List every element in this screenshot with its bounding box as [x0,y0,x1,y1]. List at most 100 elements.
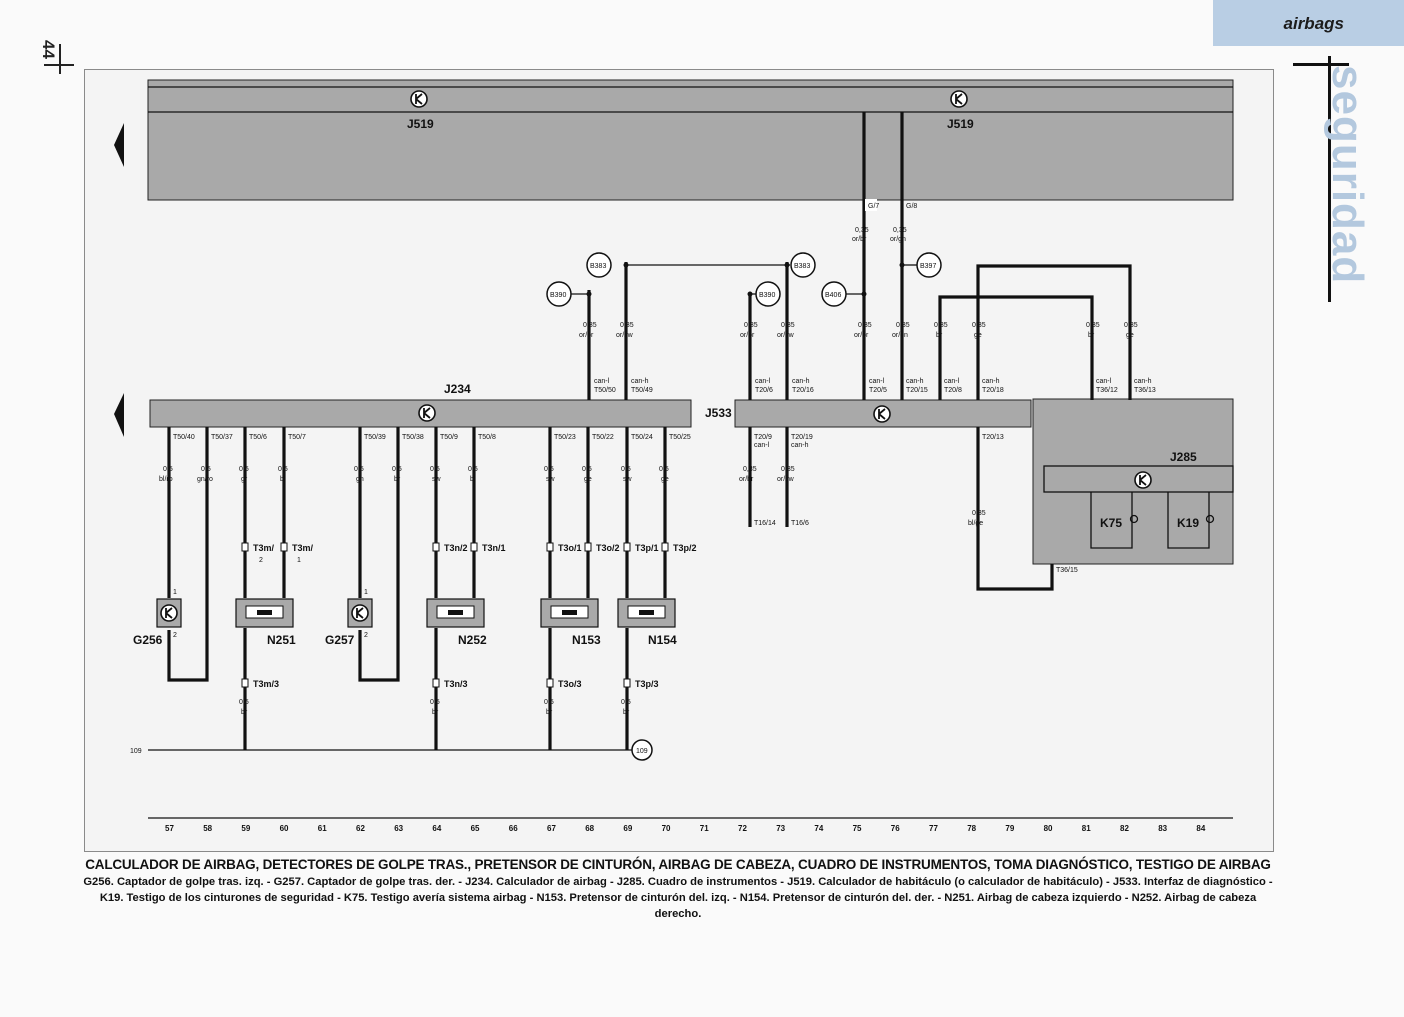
wire-size-label: 0,5 [582,466,592,473]
wire-color-label: gn [356,476,364,483]
wire-color-label: gn/ro [197,476,213,483]
wire-color-label: br [936,332,943,339]
sensor-icon [351,604,369,622]
node-b383-label: B383 [794,263,810,270]
wire-size-label: 0,5 [430,466,440,473]
warning-lamp-icon [1129,514,1139,524]
connector-label: T50/50 [594,387,616,394]
wire-color-label: br [241,709,248,716]
n251-label: N251 [267,633,296,647]
wire-size-label: 0,5 [163,466,173,473]
connector-label: T20/5 [869,387,887,394]
wire-size-label: 0,35 [858,322,872,329]
wire-color-label: or/sw [616,332,634,339]
connector-label: T50/38 [402,434,424,441]
connector-label: T3m/ [292,543,314,553]
wire-color-label: or/br [854,332,869,339]
caption-title: CALCULADOR DE AIRBAG, DETECTORES DE GOLP… [85,857,1271,872]
can-label: can-l [594,378,610,385]
wire-color-label: br [546,709,553,716]
connector-label: T36/15 [1056,567,1078,574]
can-label: can-l [1096,378,1112,385]
wire-size-label: 0,35 [934,322,948,329]
wire-size-label: 0,5 [239,699,249,706]
sensor-icon [160,604,178,622]
wire-size-label: 0,5 [392,466,402,473]
connector-label: T50/7 [288,434,306,441]
connector-label: G/7 [868,203,879,210]
connector-label: T3p/1 [635,543,659,553]
grid-number: 82 [1120,824,1129,833]
connector-label: T50/8 [478,434,496,441]
connector-label: T3p/3 [635,679,659,689]
wire-color-label: or/gn [890,236,906,243]
can-label: can-h [982,378,1000,385]
wire-color-label: ge [584,476,592,483]
grid-number: 62 [356,824,365,833]
connector-label: T20/6 [755,387,773,394]
connector-label: T36/13 [1134,387,1156,394]
caption-legend: G256. Captador de golpe tras. izq. - G25… [83,876,1273,920]
wire-color-label: or/sw [777,332,795,339]
g257-label: G257 [325,633,355,647]
wire-size-label: 0,35 [620,322,634,329]
upper-connector-labels: can-l T50/50 can-h T50/49 can-l T20/6 ca… [594,378,1156,394]
wire-size-label: 0,5 [621,466,631,473]
wire-color-label: or/br [852,236,867,243]
connector-label: T20/9 [754,434,772,441]
connector-label: T50/22 [592,434,614,441]
wire-size-label: 0,5 [430,699,440,706]
module-icon [1134,471,1152,489]
wire-color-label: br [623,709,630,716]
connector-label: T3n/1 [482,543,506,553]
warning-lamp-icon [1205,514,1215,524]
wire-color-label: ge [974,332,982,339]
wire-color-label: or/br [579,332,594,339]
pin-label: 1 [173,589,177,596]
wire-color-label: or/gn [892,332,908,339]
connector-label: T20/13 [982,434,1004,441]
connector-label: T50/39 [364,434,386,441]
wire-size-label: 0,5 [621,699,631,706]
j519-label-left: J519 [407,117,434,131]
n153-pretensioner: N153 [540,598,601,647]
connector-label: T3o/2 [596,543,620,553]
j519-label-right: J519 [947,117,974,131]
node-b390-label: B390 [759,292,775,299]
can-label: can-l [944,378,960,385]
grid-number: 71 [700,824,709,833]
n252-airbag: N252 [426,598,487,647]
pin-label: 2 [259,557,263,564]
wire-size-label: 0,5 [239,466,249,473]
connector-label: T3n/2 [444,543,468,553]
wire-size-label: 0,35 [1086,322,1100,329]
grid-number: 68 [585,824,594,833]
j234-label: J234 [444,382,471,396]
n154-pretensioner: N154 [617,598,677,647]
grid-number: 80 [1044,824,1053,833]
wire-size-label: 0,5 [468,466,478,473]
g257-sensor: 1 2 G257 [325,589,373,647]
wire-color-label: br [394,476,401,483]
airbag-output-wires: 109 109 [130,427,667,761]
connector-label: T3m/3 [253,679,279,689]
connector-label: T50/24 [631,434,653,441]
grid-number: 75 [853,824,862,833]
j519-module: J519 J519 [147,79,1234,201]
can-label: can-h [631,378,649,385]
connector-label: T20/18 [982,387,1004,394]
connector-label: T20/19 [791,434,813,441]
module-icon [410,90,428,108]
pin-label: 1 [364,589,368,596]
grid-number: 61 [318,824,327,833]
connector-label: T50/23 [554,434,576,441]
grid-number: 60 [280,824,289,833]
connector-label: T20/16 [792,387,814,394]
j234-wire-labels: 0,5 bl/ro 0,5 gn/ro 0,5 gr 0,5 bl 0,5 gn… [159,466,669,716]
connector-label: T20/15 [906,387,928,394]
continue-arrow-icon [114,393,124,437]
wire-size-label: 0,35 [972,322,986,329]
continue-arrow-icon [114,123,124,167]
